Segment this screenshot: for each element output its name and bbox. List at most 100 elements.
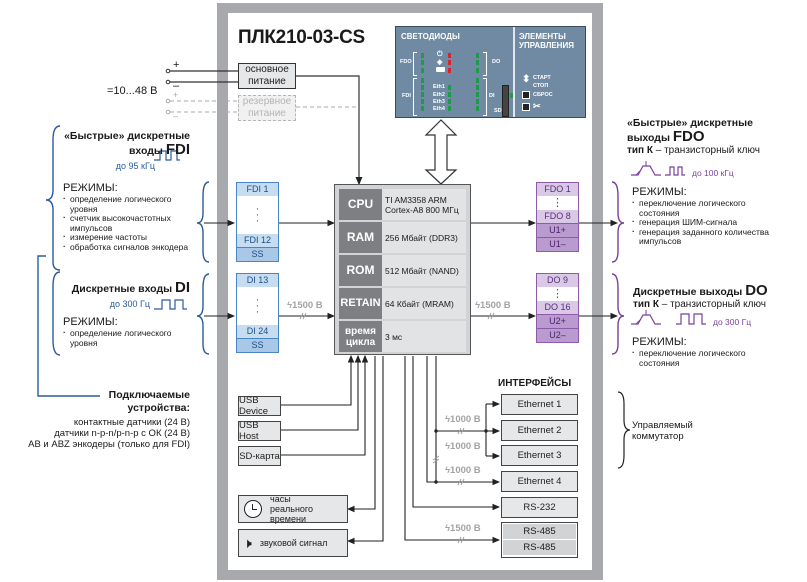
led-label-fdo: FDO: [400, 59, 412, 65]
fdo-supply-minus: U1–: [537, 237, 578, 251]
controls-panel-title: ЭЛЕМЕНТЫ УПРАВЛЕНИЯ: [519, 32, 574, 50]
reset-label: СБРОС: [533, 92, 553, 98]
start-stop-label: СТАРТ СТОП: [533, 75, 551, 89]
di-common: SS: [237, 338, 278, 352]
do-first: DO 9: [537, 274, 578, 287]
speaker-icon: 🕨: [243, 534, 252, 551]
led-label-eth1: Eth1: [433, 84, 445, 90]
device-title: ПЛК210-03-CS: [238, 27, 365, 48]
usb-host-box: USB Host: [238, 420, 281, 442]
fdo-last: FDO 8: [537, 210, 578, 223]
minus-terminal-label-backup: –: [173, 111, 179, 121]
led-label-sd: SD: [494, 108, 502, 114]
rtc-box: часы реального времени: [238, 494, 348, 524]
do-supply-minus: U2–: [537, 328, 578, 342]
led-label-eth2: Eth2: [433, 92, 445, 98]
pulse-waveform-fdo: [665, 166, 685, 176]
rs485-isolation-label: ϟ1500 В: [445, 523, 481, 534]
sd-card-box: SD-карта: [238, 446, 281, 466]
cpu-row-rom: ROM 512 Мбайт (NAND): [339, 255, 466, 286]
rs485-2-box: RS-485: [503, 540, 576, 555]
cpu-block: CPU TI AM3358 ARM Cortex-A8 800 МГц RAM …: [334, 184, 471, 355]
service-tools-icon: ✂: [533, 101, 541, 111]
ethernet-2-box: Ethernet 2: [501, 420, 578, 441]
managed-switch-label: Управляемый коммутатор: [632, 420, 693, 442]
ethernet-1-box: Ethernet 1: [501, 394, 578, 415]
fdi-modes-list: определение логического уровня счетчик в…: [63, 194, 198, 252]
fdo-modes-list: переключение логического состояния генер…: [632, 198, 782, 247]
battery-icon: [436, 67, 445, 72]
fdi-first: FDI 1: [237, 183, 278, 196]
transistor-switch-do: [631, 314, 661, 325]
led-status: [448, 60, 451, 65]
buzzer-box: 🕨 звуковой сигнал: [238, 529, 348, 557]
led-power: [448, 53, 451, 58]
cpu-row-cpu: CPU TI AM3358 ARM Cortex-A8 800 МГц: [339, 189, 466, 220]
power-icon: ⏻: [437, 51, 443, 58]
led-fdi: [421, 78, 424, 83]
fdo-first: FDO 1: [537, 183, 578, 196]
usb-device-box: USB Device: [238, 395, 281, 417]
fdi-common: SS: [237, 247, 278, 261]
main-power-box: основное питание: [238, 63, 296, 89]
rs485-group: RS-485 RS-485: [501, 522, 578, 558]
front-panel: СВЕТОДИОДЫ ЭЛЕМЕНТЫ УПРАВЛЕНИЯ FDO FDI D…: [395, 26, 586, 118]
do-terminal-block: DO 9 ⋮ DO 16 U2+ U2–: [536, 273, 579, 343]
di-description: Дискретные входы DI до 300 Гц: [71, 279, 190, 309]
led-panel-title: СВЕТОДИОДЫ: [401, 32, 460, 41]
sd-slot: [502, 85, 509, 117]
cpu-row-ram: RAM 256 Мбайт (DDR3): [339, 222, 466, 253]
plus-terminal-label: +: [173, 59, 180, 71]
do-frequency: до 300 Гц: [713, 317, 752, 327]
fdo-frequency: до 100 кГц: [692, 168, 734, 178]
led-battery: [448, 68, 451, 73]
di-modes-label: РЕЖИМЫ:: [63, 316, 118, 328]
do-modes-label: РЕЖИМЫ:: [632, 336, 687, 348]
terminal-minus-icon: [165, 79, 171, 85]
fdi-terminal-block: FDI 1 ··· FDI 12 SS: [236, 182, 279, 262]
ethernet-3-box: Ethernet 3: [501, 445, 578, 466]
rs232-box: RS-232: [501, 497, 578, 518]
fdi-group-brace: [45, 125, 61, 271]
start-stop-switch-icon: ⬍: [522, 74, 531, 85]
cpu-row-retain: RETAIN 64 Кбайт (MRAM): [339, 288, 466, 319]
connectable-devices: Подключаемые устройства: контактные датч…: [28, 389, 190, 450]
minus-terminal-label: –: [173, 80, 180, 92]
di-last: DI 24: [237, 325, 278, 338]
led-label-di: DI: [489, 93, 495, 99]
eye-status-icon: ◈: [437, 59, 443, 66]
fdi-modes-label: РЕЖИМЫ:: [63, 182, 118, 194]
supply-voltage-label: =10...48 В: [107, 85, 158, 97]
led-label-eth3: Eth3: [433, 99, 445, 105]
plus-terminal-label-backup: +: [173, 90, 179, 100]
led-label-do: DO: [492, 59, 501, 65]
eth3-isolation-label: ϟ1000 В: [445, 441, 481, 452]
do-last: DO 16: [537, 301, 578, 314]
fdo-supply-plus: U1+: [537, 223, 578, 237]
rs485-1-box: RS-485: [503, 524, 576, 539]
fdi-description: «Быстрые» дискретные входы FDI до 95 кГц: [64, 130, 190, 171]
terminal-plus-icon: [165, 68, 171, 74]
eth2-isolation-label: ϟ1000 В: [445, 414, 481, 425]
pulse-waveform-di: [154, 299, 187, 310]
transistor-switch-fdo: [631, 165, 661, 176]
reset-button: [522, 91, 530, 99]
pulse-waveform-do: [676, 313, 706, 325]
clock-icon: [244, 500, 262, 518]
led-fdo: [421, 53, 424, 58]
do-modes-list: переключение логического состояния: [632, 348, 782, 368]
led-di: [476, 78, 479, 83]
di-modes-list: определение логического уровня: [63, 328, 198, 348]
interfaces-title: ИНТЕРФЕЙСЫ: [498, 378, 572, 389]
backup-power-box: резервное питание: [238, 95, 296, 121]
do-description: Дискретные выходы DO тип К – транзисторн…: [633, 282, 768, 310]
do-supply-plus: U2+: [537, 314, 578, 328]
cpu-row-cycle-time: время цикла 3 мс: [339, 321, 466, 352]
fdo-description: «Быстрые» дискретные выходы FDO тип К – …: [627, 117, 760, 156]
fdo-terminal-block: FDO 1 ⋮ FDO 8 U1+ U1–: [536, 182, 579, 252]
fdi-last: FDI 12: [237, 234, 278, 247]
di-terminal-block: DI 13 ··· DI 24 SS: [236, 273, 279, 353]
fdo-modes-label: РЕЖИМЫ:: [632, 186, 687, 198]
pulse-waveform-fdi: [154, 150, 180, 161]
